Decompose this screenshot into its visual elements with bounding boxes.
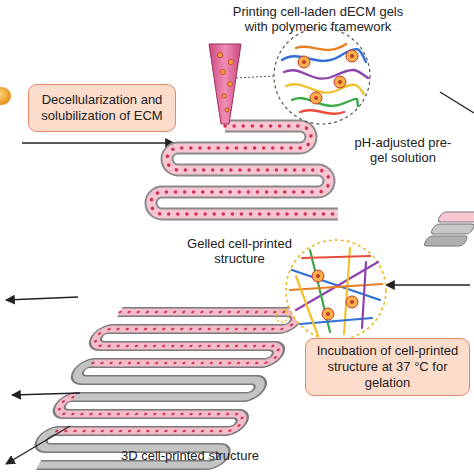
printed-cells <box>47 380 264 431</box>
cell <box>310 92 322 104</box>
step-label: 3D cell-printed structure <box>95 448 285 463</box>
structure-layer <box>423 236 469 246</box>
cell <box>346 296 358 308</box>
cell-nucleus <box>302 60 306 64</box>
strand-outline <box>151 126 338 214</box>
strand-fill <box>151 126 338 214</box>
process-arrow <box>440 92 474 113</box>
stacked-structure <box>29 312 300 465</box>
structure-layer <box>47 380 264 431</box>
box-text: Decellularization and solubilization of … <box>35 92 169 124</box>
step-label: Gelled cell-printed structure <box>172 236 307 266</box>
print-nozzle <box>209 44 241 124</box>
strand-fill <box>65 346 282 397</box>
step-label: Printing cell-laden dECM gels with polym… <box>222 4 414 34</box>
cell <box>298 56 310 68</box>
gel-network <box>290 248 382 336</box>
cell-nucleus <box>316 274 320 278</box>
process-arrow <box>12 393 80 395</box>
zoom-leader <box>236 76 274 78</box>
polymer-chain <box>292 98 358 106</box>
cell-nucleus <box>350 54 354 58</box>
tissue-ball <box>0 87 11 105</box>
cell <box>334 76 346 88</box>
cell-nucleus <box>350 300 354 304</box>
polymer-chain <box>284 70 368 79</box>
cell <box>322 308 334 320</box>
printed-serpentine <box>151 126 338 214</box>
structure-layer <box>83 312 300 363</box>
gel-fiber <box>296 276 318 336</box>
gel-cells <box>312 270 358 320</box>
polymer-chain <box>300 110 344 113</box>
polymer-chain <box>286 84 364 94</box>
gel-fiber <box>302 256 370 258</box>
structure-layer <box>65 346 282 397</box>
cell <box>217 52 222 57</box>
strand-outline <box>83 312 300 363</box>
printed-cells <box>151 126 338 214</box>
cell <box>225 108 229 112</box>
cell-nucleus <box>338 80 342 84</box>
structure-layer <box>437 212 474 222</box>
strand-fill <box>83 312 300 363</box>
gel-fiber <box>362 262 366 328</box>
step-label: pH-adjusted pre-gel solution <box>350 135 456 165</box>
strand-fill <box>47 380 264 431</box>
polymer-chain <box>282 49 366 62</box>
nozzle-cells <box>217 52 233 112</box>
strand-outline <box>65 346 282 397</box>
polymer-chains <box>282 44 368 114</box>
process-box: Decellularization and solubilization of … <box>28 84 176 132</box>
process-arrow <box>6 426 70 464</box>
zoom-cells <box>298 50 358 104</box>
cell <box>222 94 226 98</box>
cell <box>228 59 233 64</box>
polymer-chain <box>296 44 346 50</box>
gel-fiber <box>290 284 382 290</box>
process-arrow <box>22 142 174 143</box>
process-arrow <box>386 284 470 285</box>
cell <box>312 270 324 282</box>
zoom-spot <box>276 310 288 322</box>
strand-outline <box>47 380 264 431</box>
zoom-circle <box>274 28 370 124</box>
cell <box>346 50 358 62</box>
structure-layer <box>430 224 474 234</box>
process-arrow <box>6 297 78 300</box>
partial-structure <box>423 212 474 246</box>
box-text: Incubation of cell-printed structure at … <box>312 343 463 391</box>
cell <box>220 69 225 74</box>
cell-nucleus <box>314 96 318 100</box>
cell-nucleus <box>326 312 330 316</box>
zoom-circle <box>286 240 386 340</box>
process-box: Incubation of cell-printed structure at … <box>305 338 470 396</box>
printed-cells <box>83 312 300 363</box>
cell <box>228 82 233 87</box>
